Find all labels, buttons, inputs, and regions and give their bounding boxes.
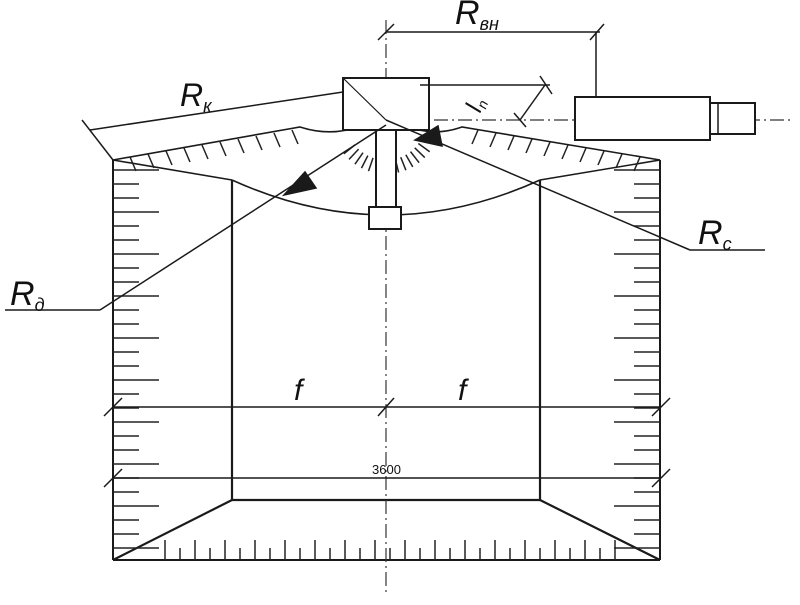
nozzle-pipe — [375, 129, 397, 209]
rd-label: Rд — [10, 275, 45, 315]
rd-dimension — [5, 124, 387, 311]
f-tick-right — [651, 397, 671, 417]
nozzle-diagonal — [342, 77, 387, 121]
roof-right-tick — [615, 153, 623, 169]
roof-left-edge — [112, 117, 379, 161]
rvn-dimension — [377, 23, 605, 97]
roof-left-tick — [129, 156, 137, 172]
roof-left-tick — [147, 153, 155, 169]
rc-dimension — [385, 119, 765, 251]
rvn-tick-right — [589, 23, 605, 41]
rd-arrowhead — [281, 170, 318, 197]
roof-right-lower — [539, 159, 661, 181]
roof-left-tick — [219, 141, 227, 157]
roof-right-tick — [525, 138, 533, 154]
roof-right-tick — [579, 147, 587, 163]
nozzle-tip — [368, 206, 402, 230]
rvn-tick-left — [377, 23, 395, 41]
roof-left-tick — [165, 150, 173, 166]
rc-label: Rc — [698, 214, 732, 254]
nozzle-head-box — [342, 77, 430, 131]
spray-radial-tick — [354, 152, 364, 165]
f-dimension — [103, 397, 671, 417]
f-tick-center — [377, 397, 395, 417]
f-right-label: f — [458, 374, 469, 407]
nozzle-assembly — [342, 77, 430, 230]
roof-right-tick — [633, 156, 641, 172]
spray-radial-tick — [405, 154, 414, 168]
width-tick-left — [103, 468, 123, 488]
ln-label: ln — [460, 94, 491, 116]
rk-label: Rк — [180, 77, 213, 116]
roof-right-tick — [543, 141, 551, 157]
roof-left-tick — [291, 129, 299, 145]
spray-radial-tick — [367, 157, 374, 172]
spray-radial-tick — [360, 155, 369, 169]
roof-right-tick — [597, 150, 605, 166]
spray-radial-tick — [348, 148, 360, 160]
roof-right-tick — [471, 129, 479, 145]
spray-radial-tick — [400, 156, 407, 171]
drive-motor — [574, 96, 756, 141]
roof-left-tick — [201, 144, 209, 160]
roof-right-tick — [507, 135, 515, 151]
f-tick-left — [103, 397, 123, 417]
spray-radial-tick — [414, 147, 426, 159]
wall-ticks — [113, 129, 660, 560]
f-left-label: f — [294, 374, 305, 407]
ln-slanted — [519, 84, 546, 121]
rk-dimension — [81, 91, 344, 161]
rd-leader — [99, 124, 387, 311]
roof-right-tick — [489, 132, 497, 148]
rvn-label: Rвн — [455, 0, 499, 34]
ln-tick-top — [539, 75, 553, 95]
motor-shaft — [709, 102, 756, 135]
spray-radial-tick — [409, 151, 420, 164]
bottom-right-diagonal — [539, 499, 661, 561]
roof-left-tick — [183, 147, 191, 163]
ln-dimension — [420, 75, 553, 128]
width-tick-right — [651, 468, 671, 488]
spray-radial-tick — [417, 142, 431, 153]
roof-left-tick — [237, 138, 245, 154]
roof-right-tick — [561, 144, 569, 160]
rk-extension — [81, 119, 114, 161]
roof-left-tick — [255, 135, 263, 151]
motor-body — [574, 96, 711, 141]
roof-left-tick — [273, 132, 281, 148]
rc-arrowhead — [413, 124, 443, 147]
width-dimension — [103, 468, 671, 488]
width-label: 3600 — [372, 462, 401, 477]
ln-tick-bottom — [513, 112, 527, 128]
bottom-left-diagonal — [112, 499, 233, 561]
rk-dim-line — [89, 91, 344, 131]
